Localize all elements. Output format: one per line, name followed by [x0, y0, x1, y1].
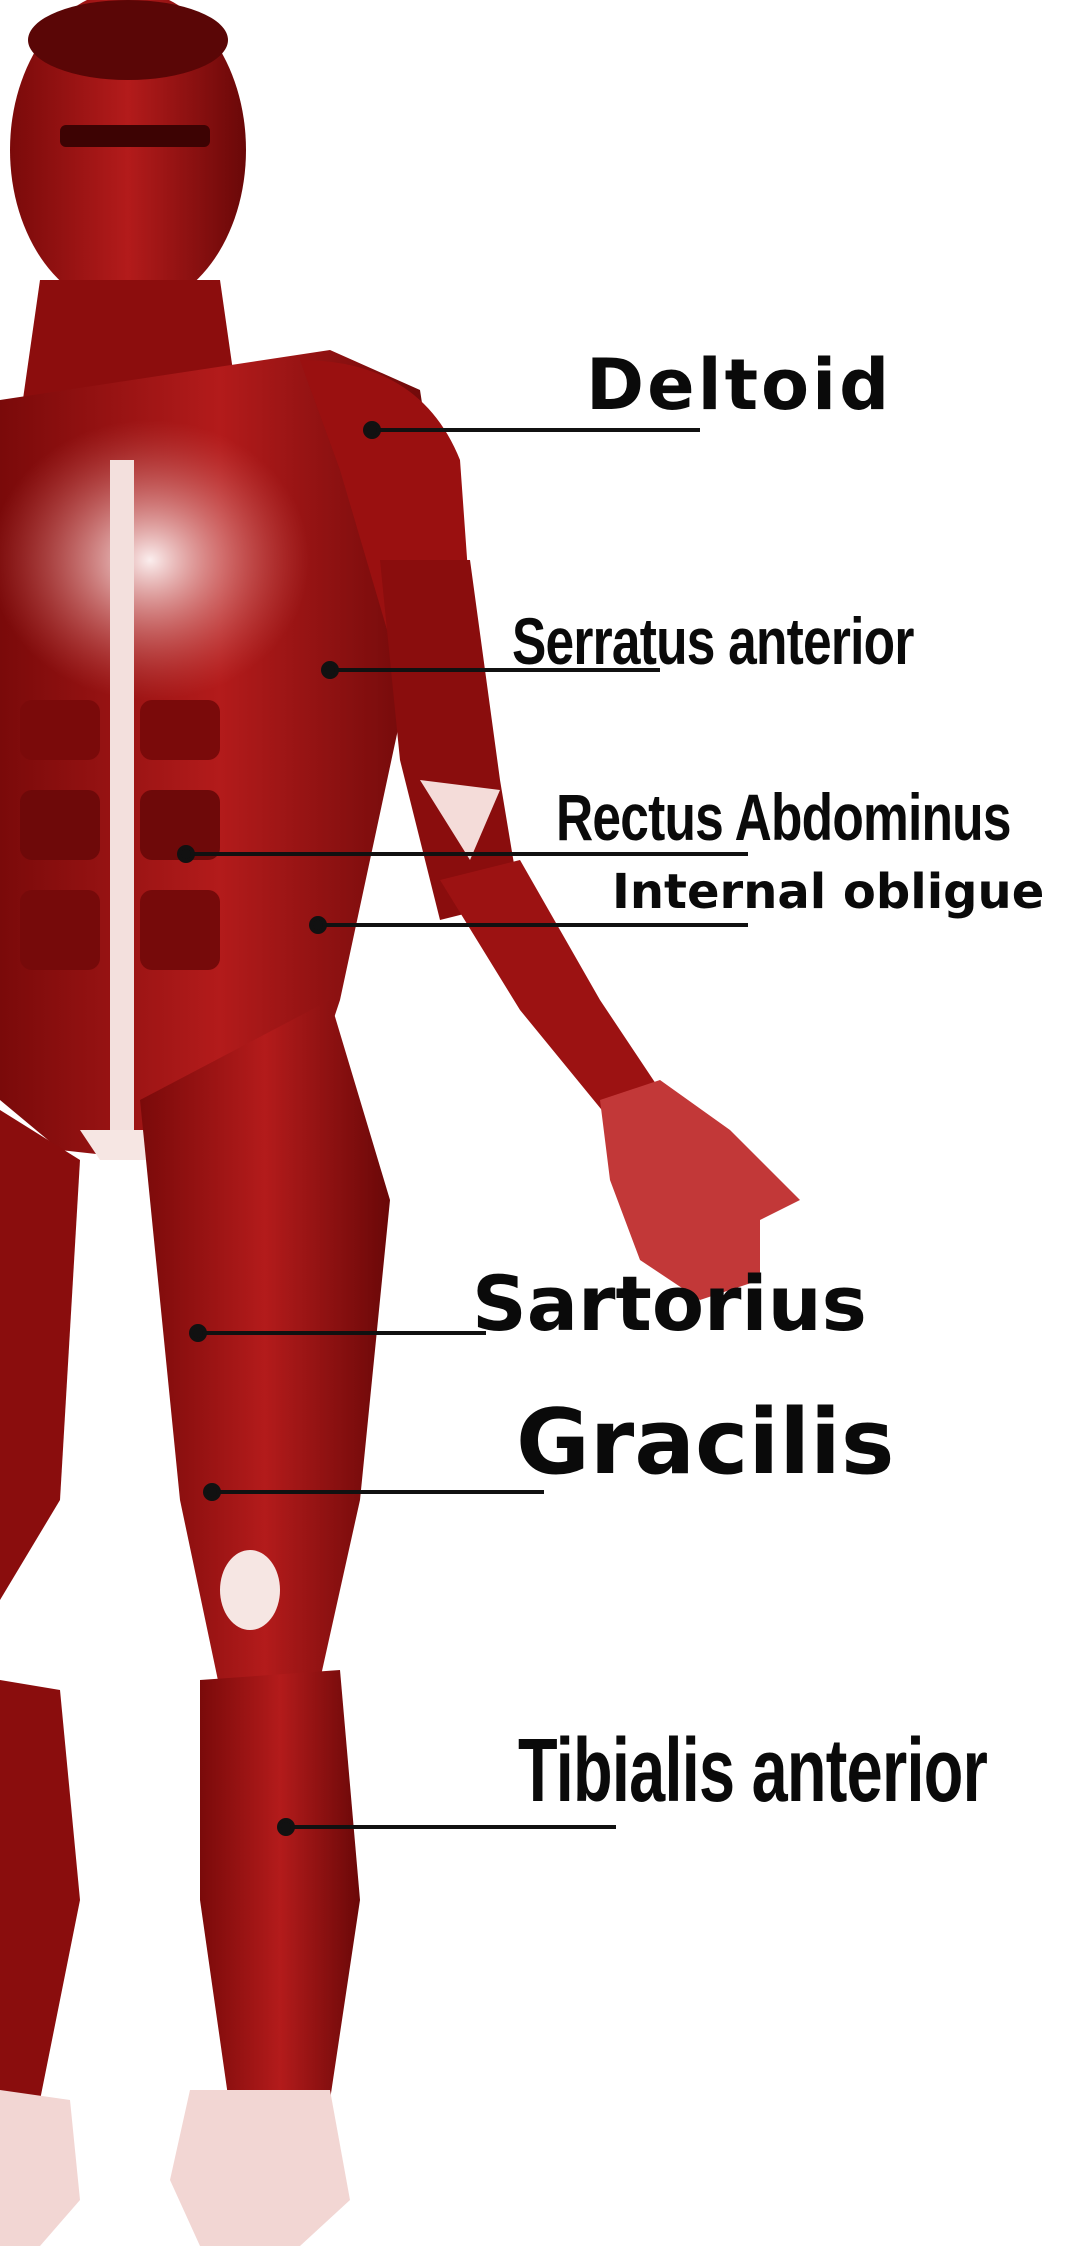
label-internal-obligue: Internal obligue	[612, 868, 1044, 916]
label-tibialis-anterior: Tibialis anterior	[518, 1726, 987, 1816]
label-gracilis: Gracilis	[516, 1398, 894, 1488]
knee	[220, 1550, 280, 1630]
foot	[170, 2090, 350, 2246]
label-sartorius: Sartorius	[472, 1266, 867, 1342]
muscle-body	[0, 0, 800, 2246]
shin	[200, 1670, 360, 2110]
label-rectus-abdominus: Rectus Abdominus	[556, 784, 1011, 850]
label-deltoid: Deltoid	[586, 350, 892, 420]
label-serratus-anterior: Serratus anterior	[512, 608, 914, 674]
